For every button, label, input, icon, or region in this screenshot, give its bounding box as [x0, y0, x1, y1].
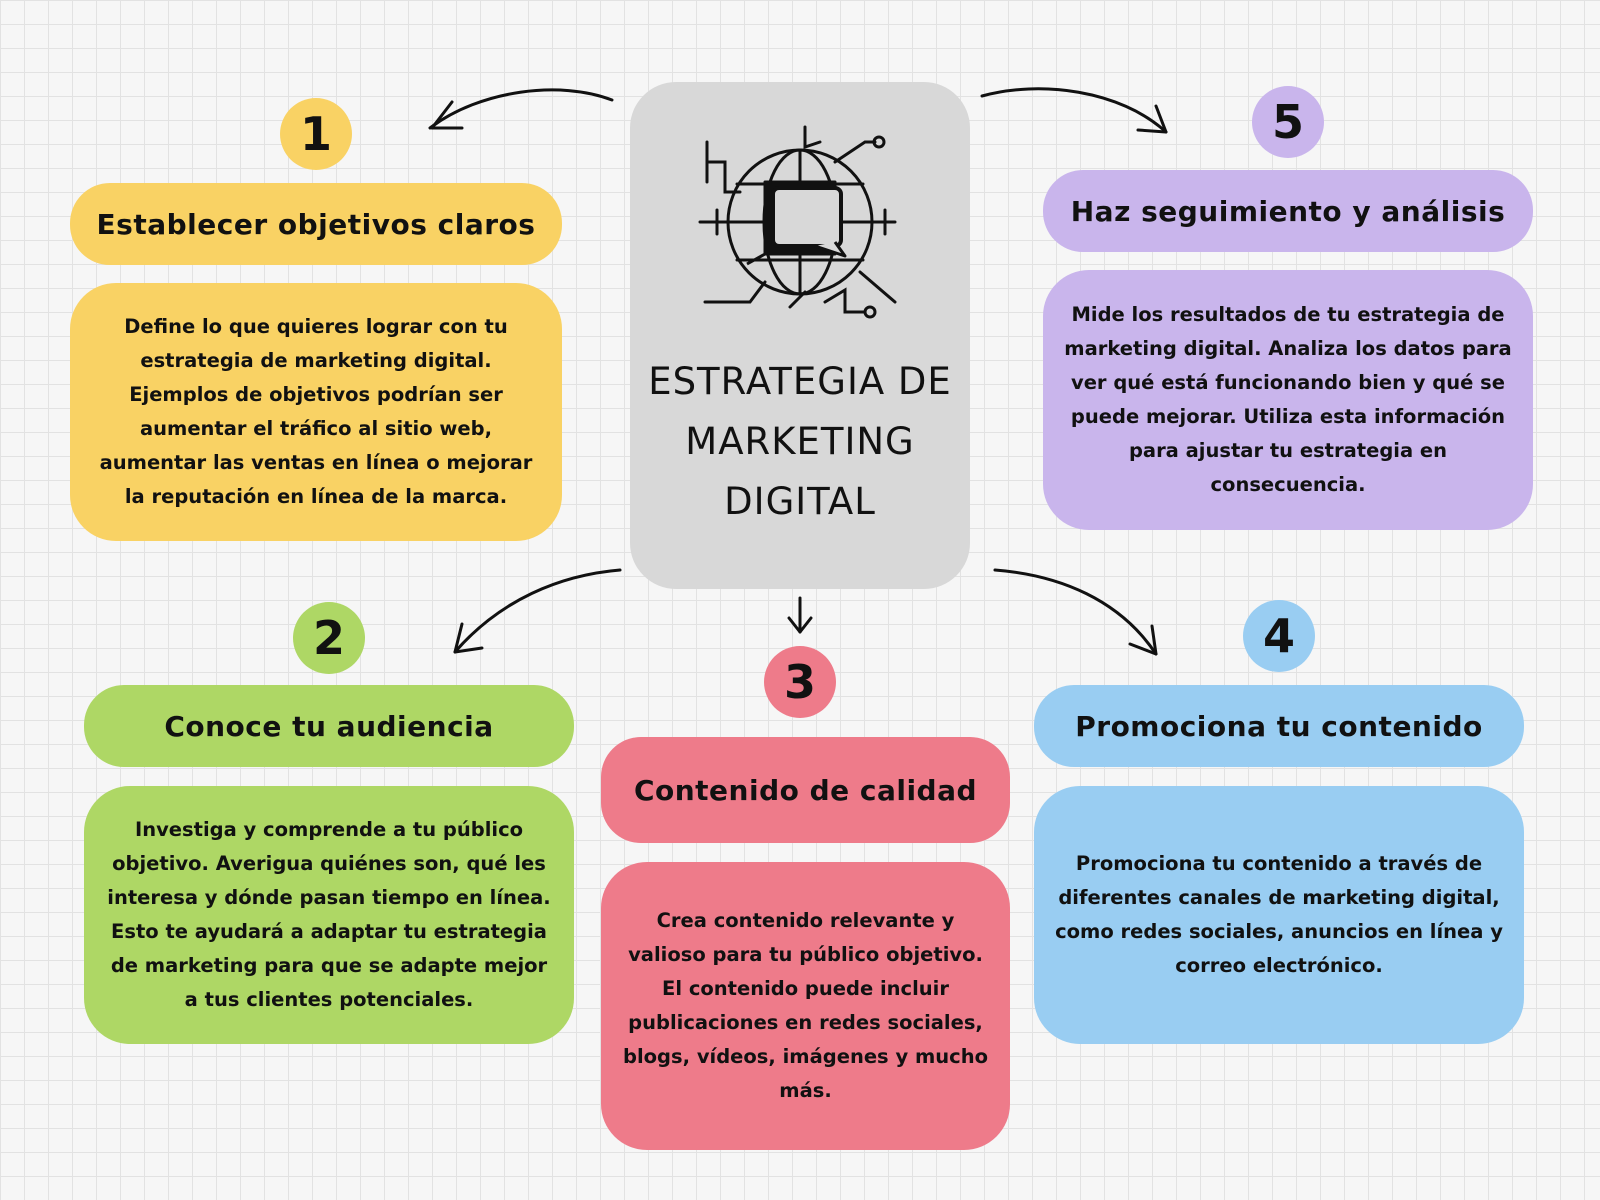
step-3-description: Crea contenido relevante y valioso para … — [601, 862, 1010, 1150]
arrow-to-step-4 — [993, 568, 1158, 656]
step-1-description: Define lo que quieres lograr con tu estr… — [70, 283, 562, 541]
arrow-to-step-2 — [453, 568, 622, 654]
step-2-heading: Conoce tu audiencia — [84, 685, 574, 767]
central-title: ESTRATEGIA DE MARKETING DIGITAL — [648, 360, 952, 523]
step-2-description: Investiga y comprende a tu público objet… — [84, 786, 574, 1044]
step-1-heading: Establecer objetivos claros — [70, 183, 562, 265]
step-5-number-badge: 5 — [1252, 86, 1324, 158]
step-3-heading: Contenido de calidad — [601, 737, 1010, 843]
step-2-number-badge: 2 — [293, 602, 365, 674]
arrow-to-step-1 — [428, 88, 614, 130]
step-4-number-badge: 4 — [1243, 600, 1315, 672]
globe-chat-circuit-icon — [698, 125, 897, 319]
central-topic-box: ESTRATEGIA DE MARKETING DIGITAL — [630, 82, 970, 589]
step-5-heading: Haz seguimiento y análisis — [1043, 170, 1533, 252]
step-5-description: Mide los resultados de tu estrategia de … — [1043, 270, 1533, 530]
arrow-to-step-5 — [980, 87, 1168, 134]
step-3-number-badge: 3 — [764, 646, 836, 718]
step-4-heading: Promociona tu contenido — [1034, 685, 1524, 767]
step-1-number-badge: 1 — [280, 98, 352, 170]
step-4-description: Promociona tu contenido a través de dife… — [1034, 786, 1524, 1044]
